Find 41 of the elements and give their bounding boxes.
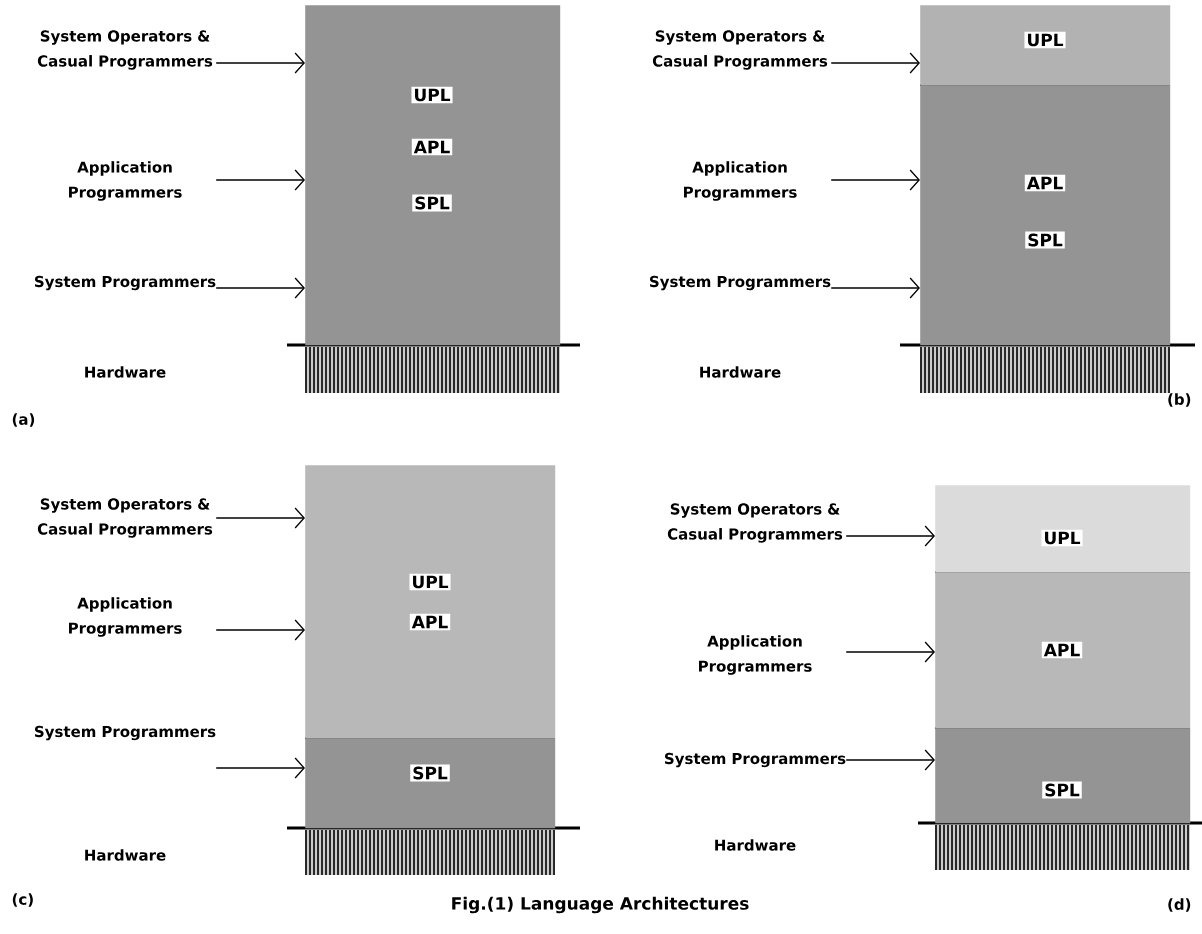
role-label: Application Programmers (69, 597, 182, 637)
arrow (830, 52, 920, 74)
role-label: System Operators & Casual Programmers (37, 498, 213, 538)
role-label: System Operators & Casual Programmers (667, 503, 843, 543)
arrow (845, 749, 935, 771)
arrow (830, 277, 920, 299)
figure-caption: Fig.(1) Language Architectures (452, 896, 749, 914)
panel-label: (b) (1168, 393, 1191, 407)
arrow (215, 52, 305, 74)
layer-block (305, 5, 561, 346)
role-label: System Programmers (35, 725, 216, 741)
layer-block (935, 728, 1191, 824)
hardware-label: Hardware (715, 839, 796, 851)
hardware-label: Hardware (700, 366, 781, 378)
panel-label: (a) (12, 413, 35, 427)
arrow (215, 757, 305, 779)
layer-block (920, 85, 1171, 346)
arrow (215, 619, 305, 641)
arrow (830, 169, 920, 191)
role-label: Application Programmers (69, 161, 182, 201)
layer-block (305, 738, 556, 829)
role-label: System Operators & Casual Programmers (652, 30, 828, 70)
role-label: System Operators & Casual Programmers (37, 30, 213, 70)
layer-block (935, 572, 1191, 729)
role-label: System Programmers (665, 752, 846, 768)
hardware-label: Hardware (85, 849, 166, 861)
arrow (845, 525, 935, 547)
role-label: System Programmers (35, 275, 216, 291)
panel-label: (c) (12, 893, 33, 907)
layer-block (935, 485, 1191, 573)
layer-block (920, 5, 1171, 86)
role-label: Application Programmers (699, 635, 812, 675)
arrow (215, 277, 305, 299)
panel-label: (d) (1168, 898, 1191, 912)
role-label: Application Programmers (684, 161, 797, 201)
layer-block (305, 465, 556, 739)
arrow (215, 169, 305, 191)
arrow (215, 507, 305, 529)
arrow (845, 641, 935, 663)
hardware-label: Hardware (85, 366, 166, 378)
role-label: System Programmers (650, 275, 831, 291)
